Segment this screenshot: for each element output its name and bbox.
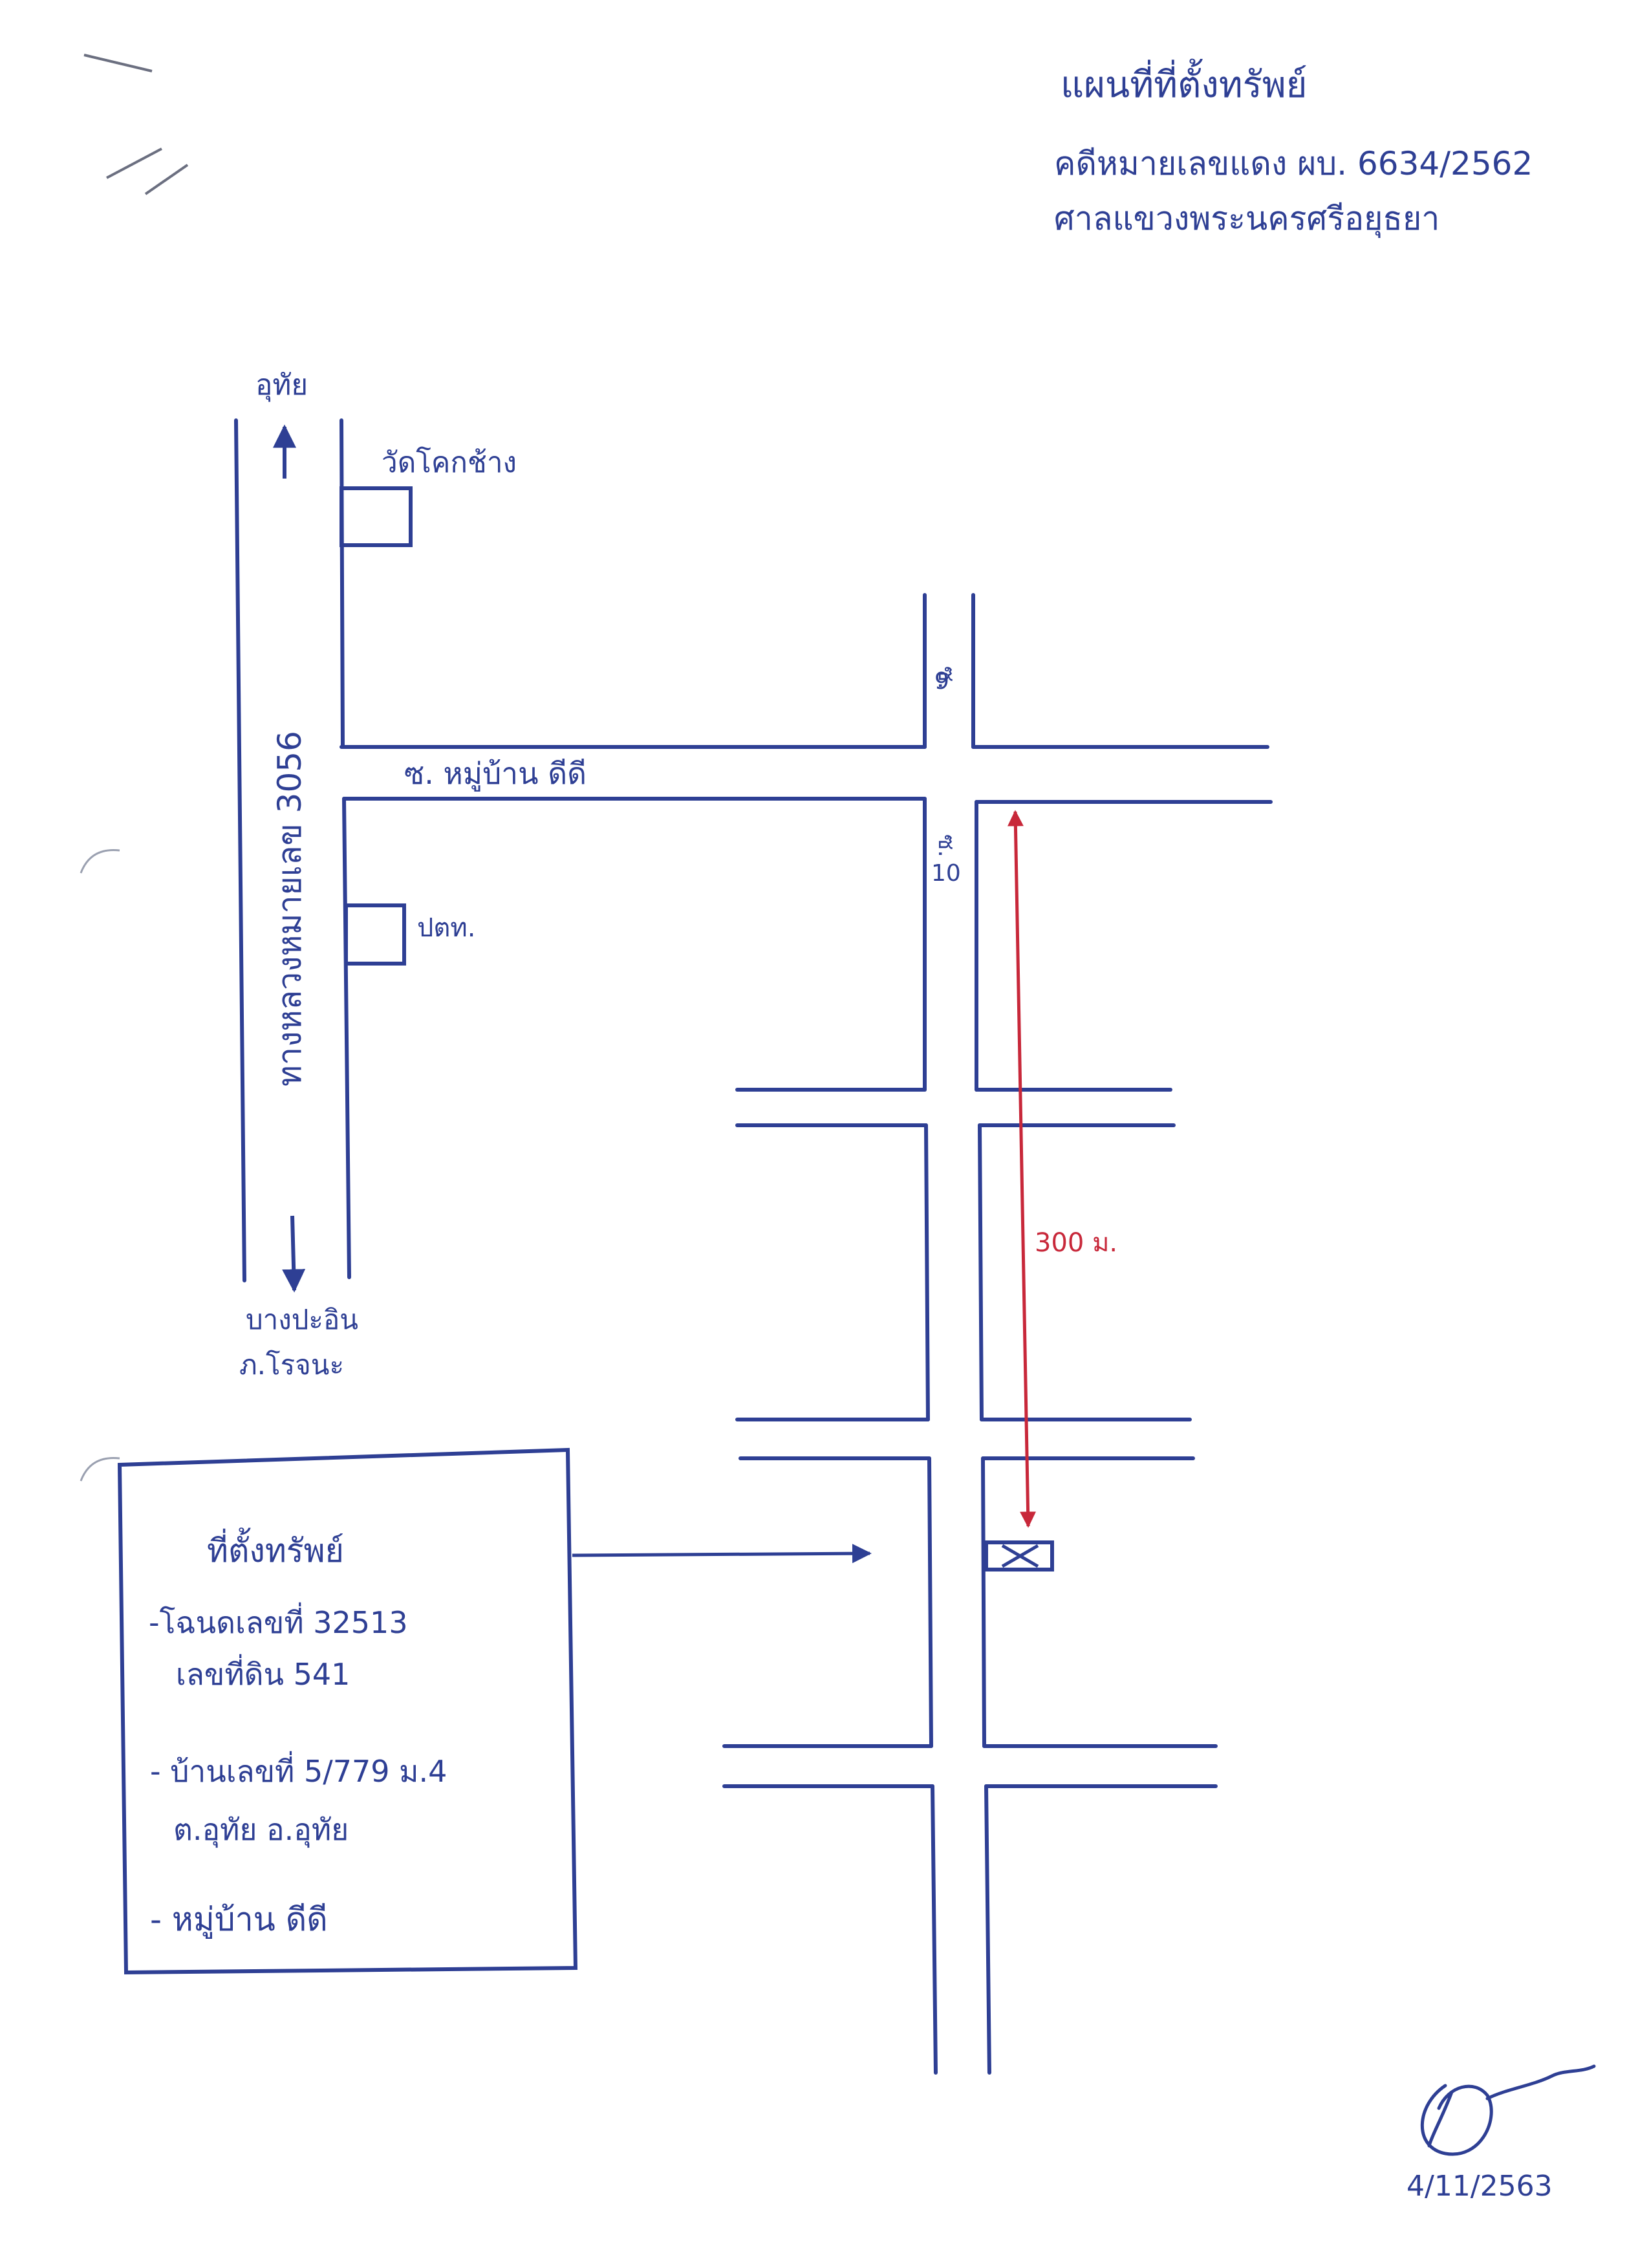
map-title: แผนที่ที่ตั้งทรัพย์ — [1061, 59, 1307, 106]
south-direction-label-1: บางปะอิน — [246, 1304, 358, 1335]
distance-arrow-icon — [1007, 810, 1037, 1528]
title-deed-line: -โฉนดเลขที่ 32513 — [149, 1602, 408, 1640]
soi-10-left-edge-4 — [931, 1784, 938, 2075]
soi-10-right-edge-4 — [984, 1784, 991, 2075]
soi-9-label-number: 9 — [934, 668, 949, 695]
temple-label: วัดโคกช้าง — [382, 446, 517, 479]
soi-10-right-edge-2 — [978, 1123, 984, 1421]
signature-icon — [1420, 2064, 1596, 2156]
soi-9-label-prefix: ซ. — [933, 666, 960, 689]
soi-10-left-edge-2 — [924, 1123, 930, 1421]
soi-10-label-prefix: ซ. — [933, 834, 960, 858]
highway-right-edge-lower — [342, 797, 351, 1279]
signature-date: 4/11/2563 — [1406, 2170, 1553, 2203]
highway-right-edge-upper — [339, 418, 345, 749]
pointer-arrow-icon — [572, 1544, 872, 1564]
north-direction-label: อุทัย — [255, 369, 308, 402]
case-number: คดีหมายเลขแดง ผบ. 6634/2562 — [1054, 145, 1533, 182]
property-box-icon — [984, 1540, 1054, 1571]
road-network — [234, 418, 1273, 2075]
soi-10-right-edge-3 — [981, 1456, 986, 1748]
arrow-south-icon — [282, 1215, 306, 1293]
property-heading: ที่ตั้งทรัพย์ — [207, 1528, 344, 1570]
distance-marker: 300 ม. — [1007, 810, 1117, 1528]
temple-landmark: วัดโคกช้าง — [339, 446, 517, 547]
village-line: - หมู่บ้าน ดีดี — [150, 1901, 328, 1939]
property-info-box: ที่ตั้งทรัพย์ -โฉนดเลขที่ 32513 เลขที่ดิ… — [117, 1447, 872, 1975]
highway-label: ทางหลวงหมายเลข 3056 — [271, 731, 308, 1086]
house-number-line: - บ้านเลขที่ 5/779 ม.4 — [150, 1751, 447, 1789]
subdistrict-line: ต.อุทัย อ.อุทัย — [173, 1812, 349, 1848]
distance-label: 300 ม. — [1035, 1228, 1117, 1258]
property-info-frame — [117, 1447, 578, 1975]
land-number-line: เลขที่ดิน 541 — [176, 1654, 350, 1692]
ptt-landmark: ปตท. — [344, 903, 475, 966]
temple-building-icon — [339, 486, 413, 547]
direction-arrows — [273, 424, 306, 1293]
gas-station-icon — [344, 903, 406, 966]
soi-10-label-number: 10 — [931, 860, 961, 887]
soi-10-left-edge-3 — [927, 1456, 933, 1748]
highway-left-edge — [234, 418, 246, 1282]
scan-marks — [80, 54, 189, 1482]
signature-block: 4/11/2563 — [1406, 2064, 1596, 2203]
village-soi-label: ซ. หมู่บ้าน ดีดี — [404, 756, 587, 792]
ptt-label: ปตท. — [417, 913, 475, 943]
court-name: ศาลแขวงพระนครศรีอยุธยา — [1054, 200, 1439, 238]
property-marker — [984, 1540, 1054, 1571]
south-direction-label-2: ภ.โรจนะ — [239, 1349, 344, 1381]
